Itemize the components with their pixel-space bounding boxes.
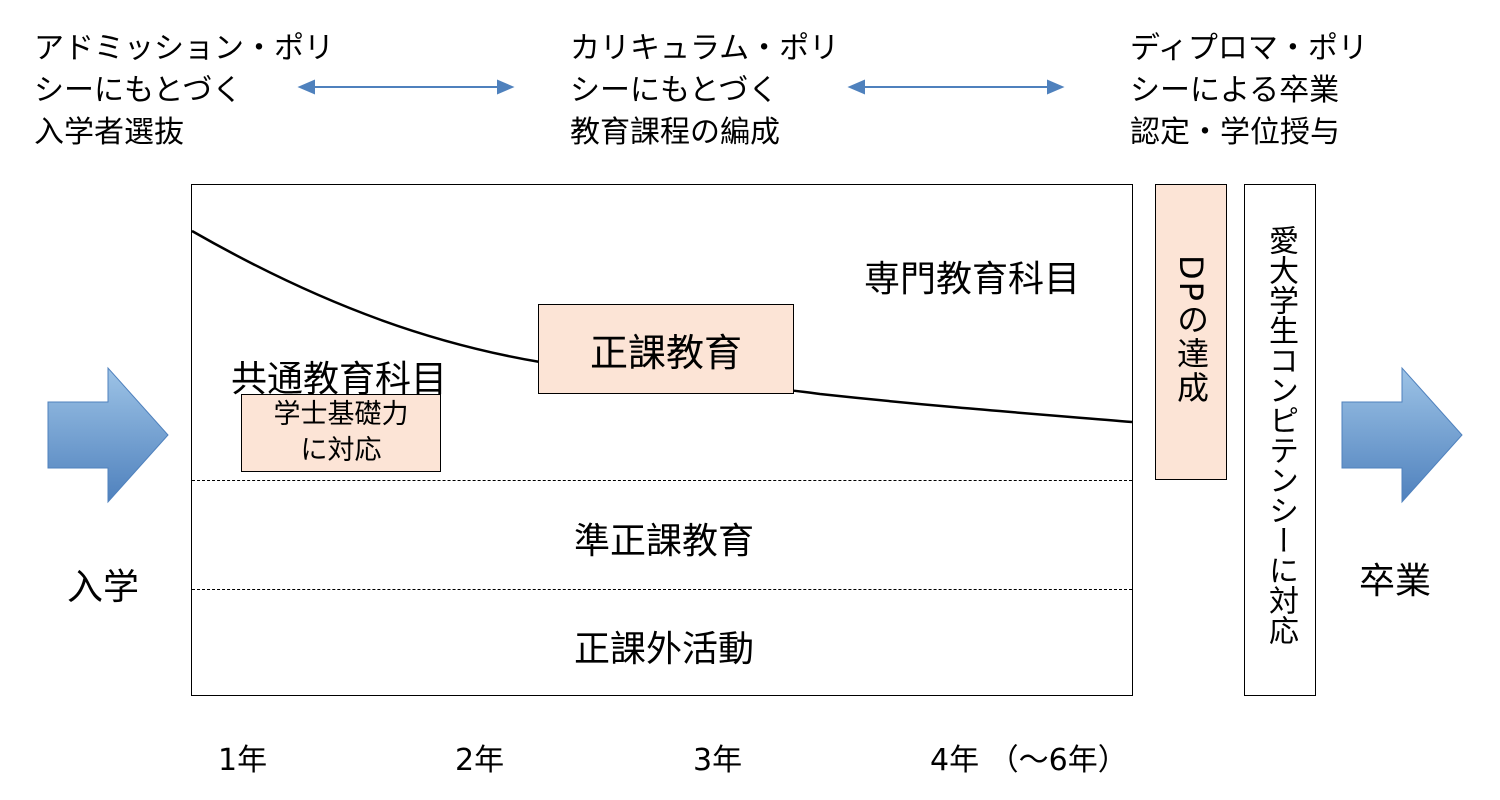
curriculum-policy-line-2: シーにもとづく (570, 73, 779, 108)
curriculum-policy-line-1: カリキュラム・ポリ (570, 31, 840, 66)
entry-label: 入学 (67, 567, 140, 608)
entry-block-arrow-icon (47, 366, 169, 504)
admission-policy-text: アドミッション・ポリ シーにもとづく 入学者選抜 (34, 28, 334, 154)
extracurricular-activities-label: 正課外活動 (573, 629, 755, 670)
year-label-1: 1年 (218, 743, 268, 778)
divider-dashed-lower (192, 589, 1132, 590)
diploma-policy-line-2: シーによる卒業 (1130, 73, 1340, 108)
specialized-subjects-label: 専門教育科目 (863, 259, 1081, 300)
dp-achievement-box: DPの達成 (1155, 184, 1227, 480)
admission-policy-line-3: 入学者選抜 (34, 115, 184, 150)
competency-label: 愛大学生コンピテンシーに対応 (1263, 225, 1298, 645)
curriculum-frame (191, 184, 1133, 696)
curriculum-policy-text: カリキュラム・ポリ シーにもとづく 教育課程の編成 (570, 28, 839, 154)
diploma-policy-line-1: ディプロマ・ポリ (1130, 31, 1368, 66)
graduation-label: 卒業 (1359, 561, 1432, 602)
bachelor-competence-line-1: 学士基礎力 (273, 399, 409, 430)
competency-box: 愛大学生コンピテンシーに対応 (1244, 184, 1316, 696)
diploma-policy-line-3: 認定・学位授与 (1130, 115, 1340, 150)
year-label-4: 4年 （～6年） (930, 743, 1128, 778)
bachelor-competence-box: 学士基礎力 に対応 (241, 394, 441, 472)
divider-dashed-upper (192, 480, 1132, 481)
double-arrow-right (847, 79, 1065, 95)
semi-regular-education-label: 準正課教育 (573, 521, 755, 562)
regular-education-label: 正課教育 (589, 330, 742, 375)
year-label-3: 3年 (693, 743, 743, 778)
graduation-block-arrow-icon (1341, 366, 1463, 504)
common-subjects-label: 共通教育科目 (230, 359, 448, 400)
admission-policy-line-2: シーにもとづく (34, 73, 243, 108)
regular-education-box: 正課教育 (538, 304, 794, 394)
double-arrow-left (297, 79, 515, 95)
bachelor-competence-line-2: に対応 (300, 435, 382, 466)
admission-policy-line-1: アドミッション・ポリ (34, 31, 334, 66)
year-label-2: 2年 (455, 743, 505, 778)
dp-achievement-label: DPの達成 (1172, 255, 1210, 405)
diploma-policy-text: ディプロマ・ポリ シーによる卒業 認定・学位授与 (1130, 28, 1368, 154)
curriculum-policy-line-3: 教育課程の編成 (570, 115, 780, 150)
